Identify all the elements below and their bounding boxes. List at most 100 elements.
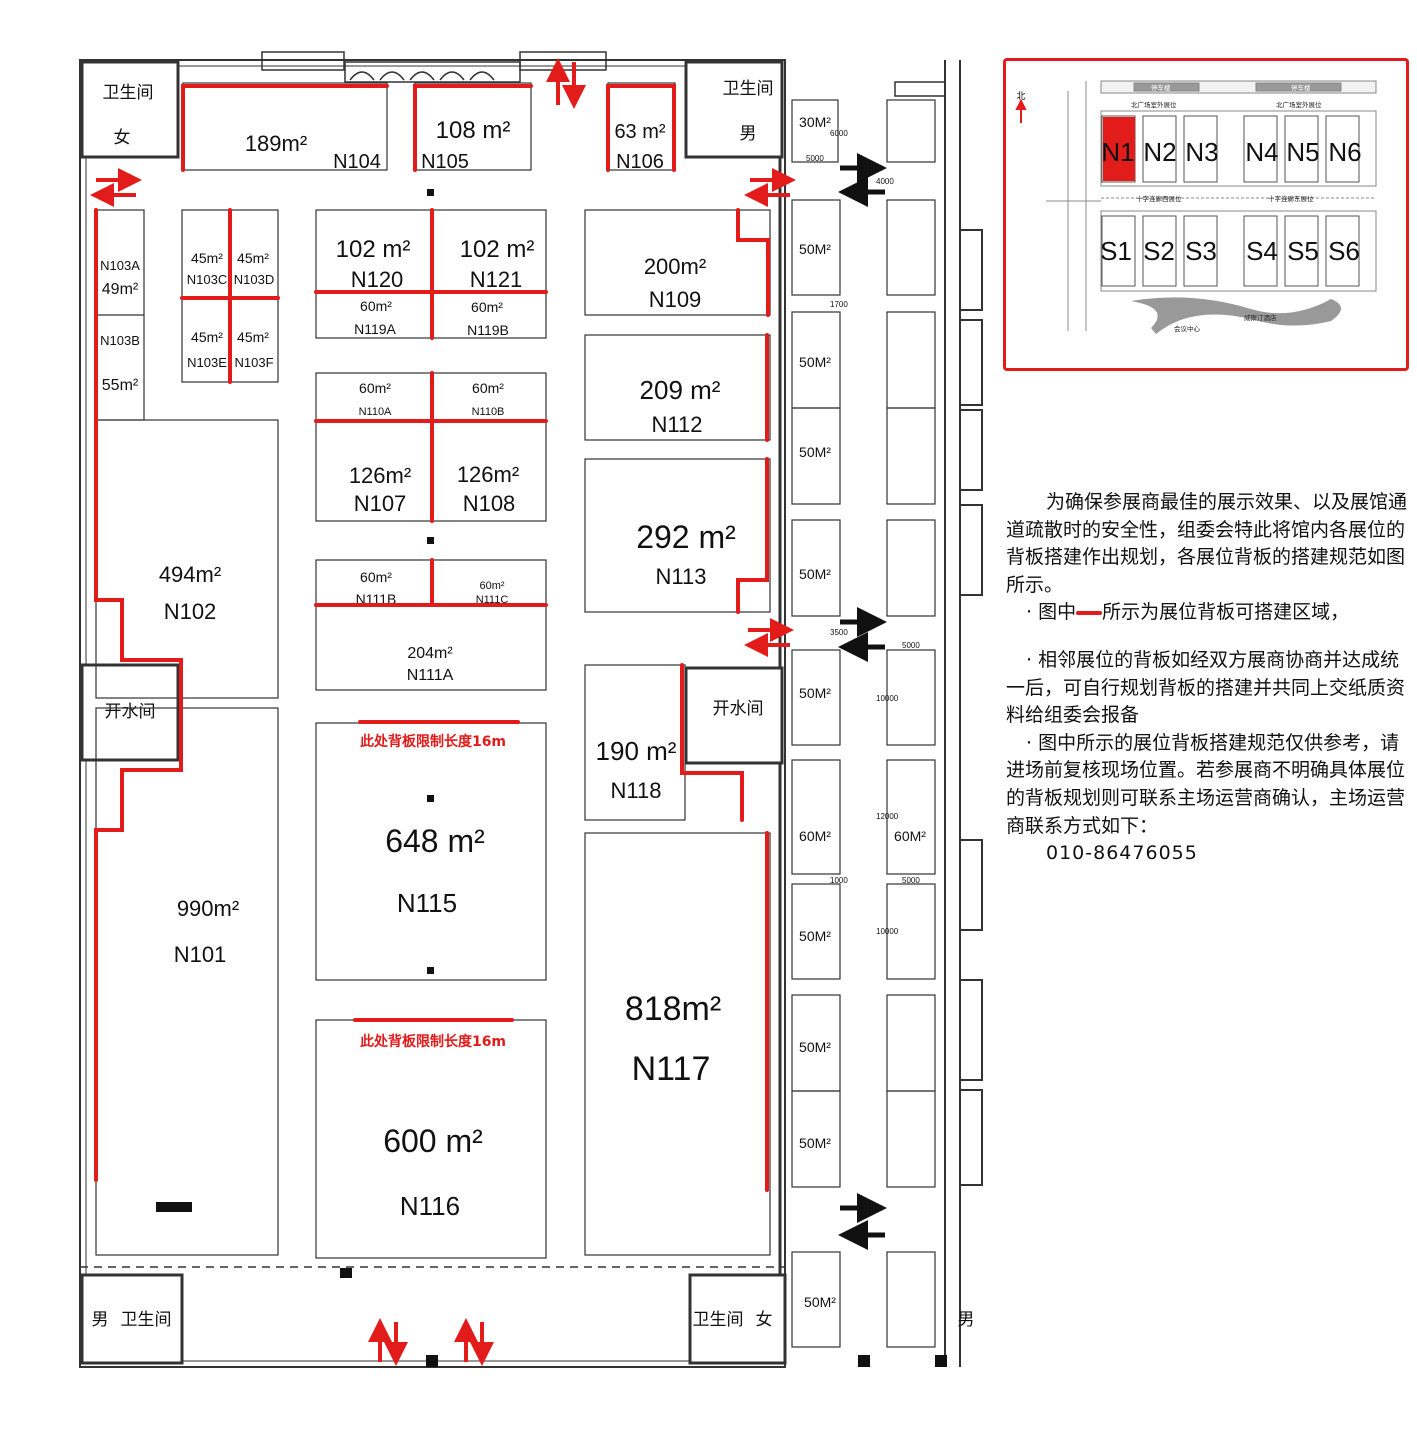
svg-text:818m²: 818m² [625,990,721,1028]
svg-text:北广场室外展位: 北广场室外展位 [1131,100,1177,109]
notes-panel: 为确保参展商最佳的展示效果、以及展馆通道疏散时的安全性，组委会特此将馆内各展位的… [1006,489,1410,868]
svg-text:N119A: N119A [354,321,396,337]
entry-arrows [90,58,796,1366]
site-map-inset: 北 N1 N2 N3 N4 N5 N6 S1 S2 S3 S4 S5 S6 停车… [1003,58,1409,371]
room-label: 开水间 [713,699,764,718]
site-map: 北 N1 N2 N3 N4 N5 N6 S1 S2 S3 S4 S5 S6 停车… [1015,80,1377,334]
svg-text:N1: N1 [1101,137,1134,167]
svg-text:N3: N3 [1185,137,1218,167]
conference-shape [1131,297,1341,334]
svg-text:189m²: 189m² [245,131,307,156]
room-label: 卫生间 [723,79,774,98]
room-label: 男 [740,124,757,143]
svg-text:N107: N107 [354,491,407,516]
svg-text:60m²: 60m² [479,580,504,592]
svg-text:N6: N6 [1328,137,1361,167]
svg-text:停车楼: 停车楼 [1291,83,1311,92]
area-labels: 停车楼 停车楼 北广场室外展位 北广场室外展位 十字连廊西展位 十字连廊东展位 … [1131,83,1322,333]
svg-text:N119B: N119B [467,322,509,338]
svg-text:45m²: 45m² [191,250,223,266]
toilet-se [688,1273,787,1365]
svg-text:50M²: 50M² [799,354,831,370]
svg-text:N113: N113 [656,564,707,589]
water-room-w [80,663,180,762]
booth-N112 [584,334,771,441]
svg-text:50M²: 50M² [799,444,831,460]
svg-text:N104: N104 [333,151,381,173]
svg-text:N103D: N103D [234,272,274,287]
svg-text:停车楼: 停车楼 [1151,83,1171,92]
booth-labels: 189m² N104 108 m² N105 63 m² N106 N103A … [100,117,736,1221]
flow-arrows [838,153,887,1250]
svg-text:600 m²: 600 m² [383,1123,483,1159]
red-line-legend [1076,610,1103,615]
outdoor-booth-labels: 30M² 50M² 50M² 50M² 50M² 50M² 60M² 60M² … [799,114,926,1310]
svg-text:S1: S1 [1100,236,1132,266]
room-label: 卫生间 [103,83,154,102]
svg-text:63 m²: 63 m² [614,121,665,143]
svg-text:50M²: 50M² [799,1039,831,1055]
svg-text:60m²: 60m² [359,380,391,396]
entrance-frames [261,51,946,97]
svg-text:3500: 3500 [830,628,848,637]
svg-text:N103E: N103E [187,355,227,370]
note-reference: · 图中所示的展位背板搭建规范仅供参考，请进场前复核现场位置。若参展商不明确具体… [1006,731,1406,837]
room-label: 卫生间 [121,1310,172,1329]
hall-labels: N1 N2 N3 N4 N5 N6 S1 S2 S3 S4 S5 S6 [1100,137,1362,266]
svg-text:N110A: N110A [359,406,392,418]
svg-text:45m²: 45m² [237,329,269,345]
svg-text:102 m²: 102 m² [336,236,411,263]
svg-text:50M²: 50M² [804,1294,836,1310]
svg-text:200m²: 200m² [644,254,706,279]
svg-text:50M²: 50M² [799,685,831,701]
room-label: 女 [114,128,131,147]
north-arrow [1015,98,1027,123]
svg-text:494m²: 494m² [159,562,221,587]
svg-text:此处背板限制长度16m: 此处背板限制长度16m [360,733,506,750]
svg-text:N103C: N103C [187,272,227,287]
svg-text:N117: N117 [632,1050,711,1088]
svg-text:108 m²: 108 m² [436,117,511,144]
svg-text:十字连廊东展位: 十字连廊东展位 [1268,194,1314,203]
booth-N117 [584,832,771,1256]
svg-text:N105: N105 [421,151,469,173]
svg-text:N120: N120 [351,267,404,292]
svg-text:N118: N118 [611,778,662,803]
svg-text:5000: 5000 [902,876,920,885]
highlighted-hall [1103,117,1135,181]
svg-text:N103B: N103B [100,333,140,348]
svg-text:6000: 6000 [830,129,848,138]
svg-text:S2: S2 [1143,236,1175,266]
svg-text:N109: N109 [649,287,702,312]
svg-text:N106: N106 [616,151,664,173]
svg-text:N5: N5 [1286,137,1319,167]
svg-text:会议中心: 会议中心 [1174,324,1201,333]
svg-text:S5: S5 [1287,236,1319,266]
svg-text:N115: N115 [397,888,457,918]
svg-text:威斯汀酒店: 威斯汀酒店 [1244,313,1277,322]
svg-text:N103A: N103A [100,258,140,273]
svg-text:N101: N101 [174,942,227,967]
svg-text:126m²: 126m² [457,462,519,487]
booth-N118 [584,664,686,821]
svg-text:126m²: 126m² [349,463,411,488]
note-adjacent: · 相邻展位的背板如经双方展商协商并达成统一后，可自行规划背板的搭建并共同上交纸… [1006,648,1406,727]
svg-text:292 m²: 292 m² [636,519,736,555]
toilet-ne [684,60,784,159]
svg-text:12000: 12000 [876,812,899,821]
svg-text:十字连廊西展位: 十字连廊西展位 [1136,194,1182,203]
toilet-sw [80,1273,184,1365]
svg-text:N121: N121 [470,267,523,292]
svg-text:50M²: 50M² [799,1135,831,1151]
svg-text:50M²: 50M² [799,928,831,944]
room-label: 男 [958,1310,975,1329]
svg-text:60m²: 60m² [360,298,392,314]
svg-text:1700: 1700 [830,300,848,309]
svg-text:60M²: 60M² [799,828,831,844]
svg-text:10000: 10000 [876,927,899,936]
svg-text:190 m²: 190 m² [596,736,677,766]
svg-text:990m²: 990m² [177,896,239,921]
svg-text:50M²: 50M² [799,566,831,582]
svg-text:北: 北 [1016,91,1025,102]
svg-text:60m²: 60m² [360,569,392,585]
